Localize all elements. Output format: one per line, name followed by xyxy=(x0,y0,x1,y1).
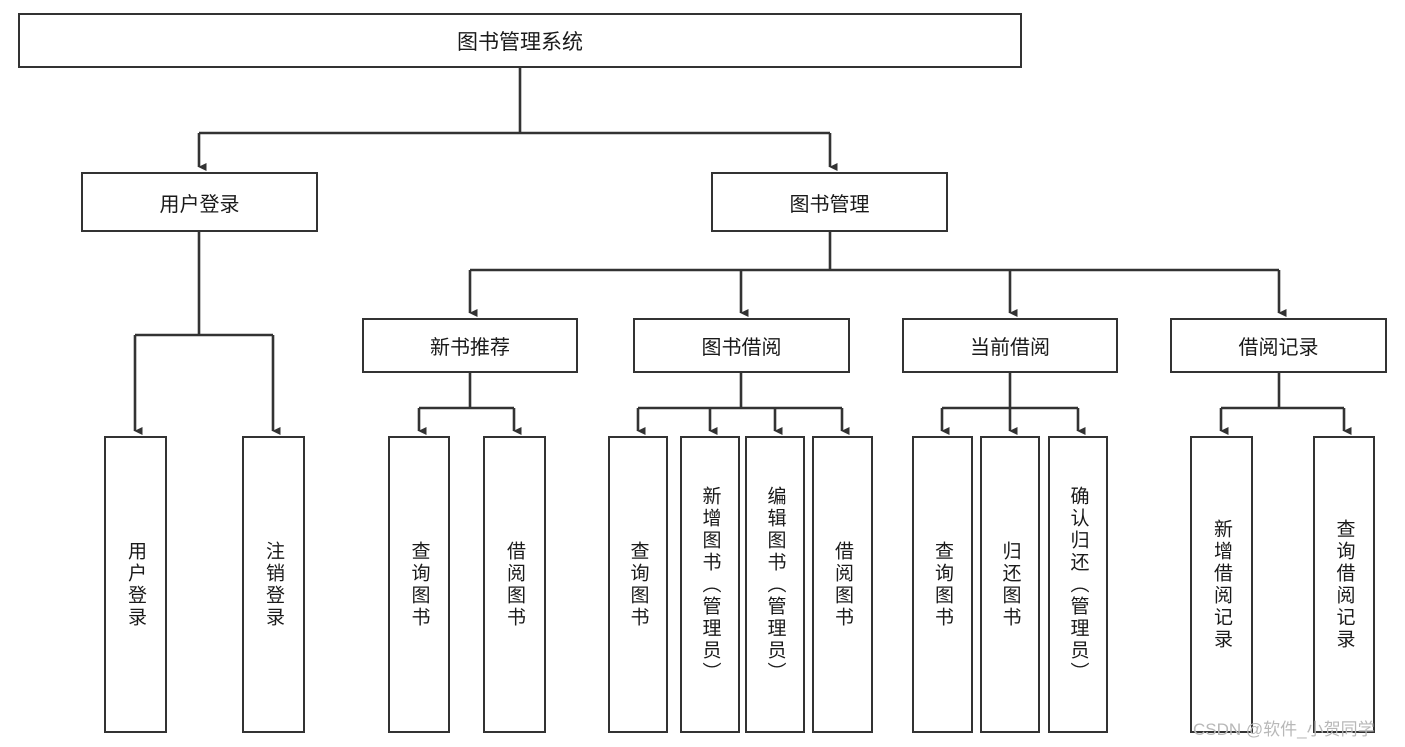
node-current-borrow-label: 当前借阅 xyxy=(970,337,1050,359)
node-leaf-edit-book-admin-label: 编辑图书（管理员） xyxy=(764,485,786,684)
node-leaf-return-book-label: 归还图书 xyxy=(999,540,1021,629)
node-book-borrow-label: 图书借阅 xyxy=(701,337,782,359)
node-new-book-recommend-label: 新书推荐 xyxy=(430,337,510,359)
node-root-label: 图书管理系统 xyxy=(457,30,583,54)
node-user-login-label: 用户登录 xyxy=(159,193,240,216)
node-leaf-search-book-borrow-label: 查询图书 xyxy=(627,540,649,629)
node-user-login[interactable]: 用户登录 xyxy=(81,172,318,232)
node-leaf-confirm-return-admin[interactable]: 确认归还（管理员） xyxy=(1048,436,1108,733)
node-borrow-record-label: 借阅记录 xyxy=(1238,337,1319,359)
node-leaf-logout-label: 注销登录 xyxy=(263,540,284,629)
node-leaf-edit-book-admin[interactable]: 编辑图书（管理员） xyxy=(745,436,805,733)
node-leaf-borrow-book-label: 借阅图书 xyxy=(832,540,853,629)
node-leaf-search-book-newbook[interactable]: 查询图书 xyxy=(388,436,450,733)
node-borrow-record[interactable]: 借阅记录 xyxy=(1170,318,1387,373)
node-book-management-label: 图书管理 xyxy=(789,193,870,216)
node-leaf-add-borrow-record[interactable]: 新增借阅记录 xyxy=(1190,436,1253,733)
node-leaf-add-book-admin[interactable]: 新增图书（管理员） xyxy=(680,436,740,733)
node-book-management[interactable]: 图书管理 xyxy=(711,172,948,232)
node-leaf-confirm-return-admin-label: 确认归还（管理员） xyxy=(1067,485,1089,684)
node-current-borrow[interactable]: 当前借阅 xyxy=(902,318,1118,373)
node-new-book-recommend[interactable]: 新书推荐 xyxy=(362,318,578,373)
node-leaf-search-book-current-label: 查询图书 xyxy=(932,540,953,629)
node-leaf-user-login[interactable]: 用户登录 xyxy=(104,436,167,733)
node-book-borrow[interactable]: 图书借阅 xyxy=(633,318,850,373)
node-leaf-search-book-newbook-label: 查询图书 xyxy=(408,540,430,629)
node-leaf-user-login-label: 用户登录 xyxy=(125,540,146,629)
node-leaf-search-borrow-record-label: 查询借阅记录 xyxy=(1333,518,1355,651)
node-leaf-add-borrow-record-label: 新增借阅记录 xyxy=(1211,518,1232,651)
node-leaf-search-book-current[interactable]: 查询图书 xyxy=(912,436,973,733)
node-leaf-add-book-admin-label: 新增图书（管理员） xyxy=(699,485,721,684)
node-root-system[interactable]: 图书管理系统 xyxy=(18,13,1022,68)
node-leaf-return-book[interactable]: 归还图书 xyxy=(980,436,1040,733)
node-leaf-borrow-book-newbook[interactable]: 借阅图书 xyxy=(483,436,546,733)
node-leaf-search-borrow-record[interactable]: 查询借阅记录 xyxy=(1313,436,1375,733)
node-leaf-logout[interactable]: 注销登录 xyxy=(242,436,305,733)
node-leaf-search-book-borrow[interactable]: 查询图书 xyxy=(608,436,668,733)
node-leaf-borrow-book[interactable]: 借阅图书 xyxy=(812,436,873,733)
csdn-watermark: CSDN @软件_小贺同学 xyxy=(1193,720,1375,739)
node-leaf-borrow-book-newbook-label: 借阅图书 xyxy=(504,540,525,629)
